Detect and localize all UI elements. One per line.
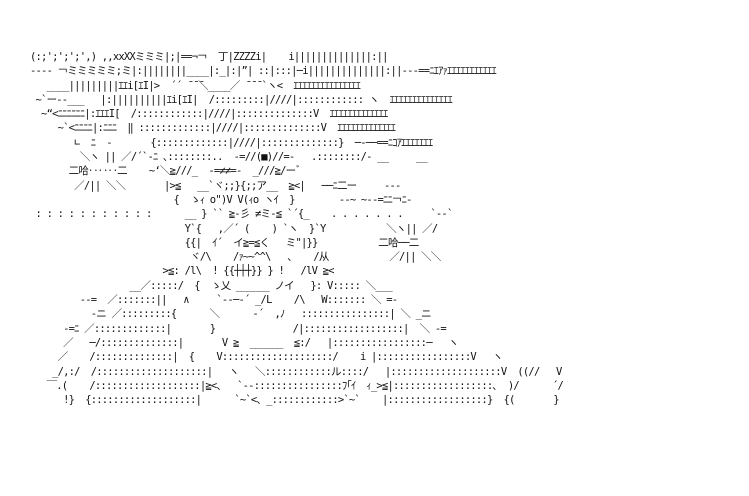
ascii-art-figure: (:;';';';',) ,,xxXXミミミ|;|==¬￢ 丁|ZZZZi| i…	[30, 51, 564, 407]
